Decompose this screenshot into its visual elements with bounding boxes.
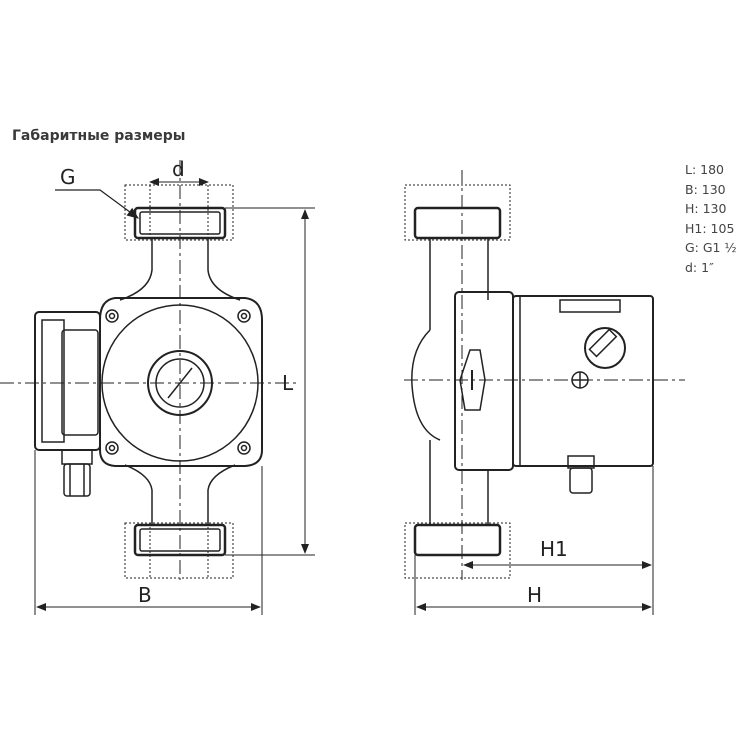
spec-d: d: 1″ — [685, 259, 714, 275]
spec-list: L: 180 B: 130 H: 130 H1: 105 G: G1 ½ d: … — [685, 160, 737, 277]
label-L: L — [282, 371, 294, 395]
spec-L: L: 180 — [685, 162, 725, 177]
spec-B: B: 130 — [685, 181, 726, 197]
label-G: G — [60, 165, 76, 189]
side-dimensions — [414, 466, 654, 615]
spec-H: H: 130 — [685, 201, 727, 216]
spec-H1: H1: 105 — [685, 220, 735, 236]
label-B: B — [138, 583, 152, 607]
spec-G: G: G1 ½ — [685, 240, 737, 255]
label-H1: H1 — [540, 537, 568, 561]
side-view — [404, 170, 685, 580]
front-view — [0, 160, 300, 580]
drawing-title: Габаритные размеры — [12, 128, 186, 144]
label-d: d — [172, 157, 185, 181]
label-H: H — [527, 583, 542, 607]
front-dimensions — [34, 178, 315, 615]
